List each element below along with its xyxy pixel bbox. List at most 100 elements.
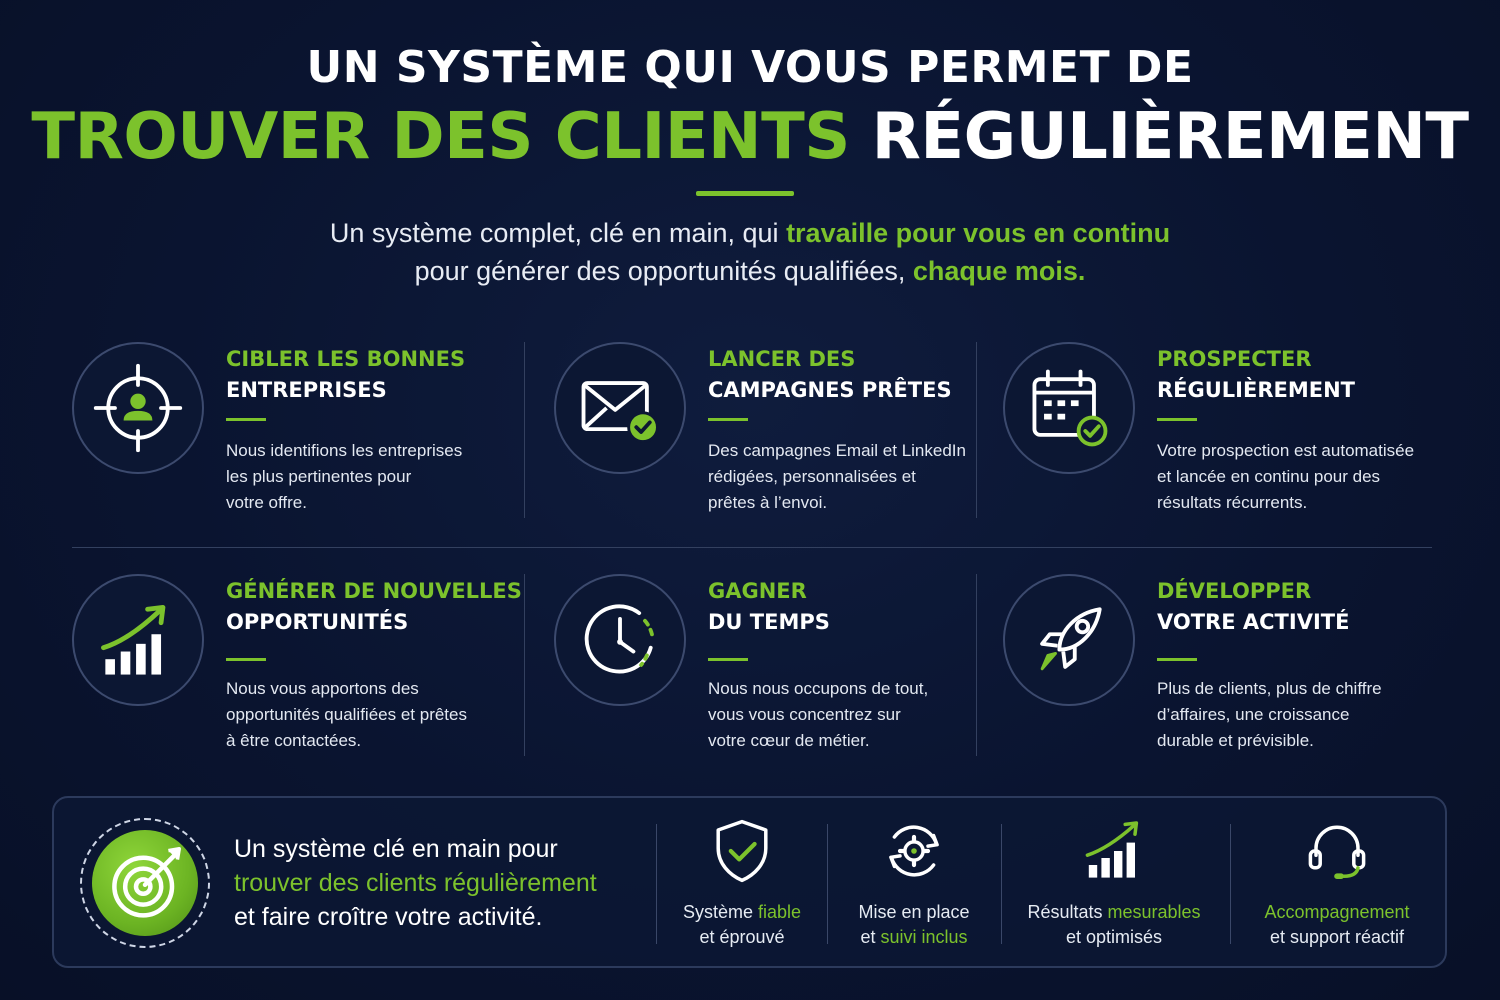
panel-divider (1001, 824, 1002, 944)
badge (92, 830, 198, 936)
feature-title: GÉNÉRER DE NOUVELLES OPPORTUNITÉS (226, 576, 546, 638)
benefit-text: Mise en place (858, 902, 970, 922)
headline-line-1: UN SYSTÈME QUI VOUS PERMET DE (306, 42, 1194, 93)
feature-desc-line: opportunités qualifiées et prêtes (226, 705, 467, 724)
feature-title-white: VOTRE ACTIVITÉ (1157, 610, 1350, 634)
benefit-reliable: Système fiable et éprouvé (668, 816, 816, 956)
feature-icon-ring (72, 342, 204, 474)
headset-icon (1308, 825, 1366, 879)
feature-icon-ring (554, 342, 686, 474)
feature-desc-line: rédigées, personnalisées et (708, 467, 916, 486)
benefit-text: et support réactif (1269, 927, 1405, 947)
grid-divider (524, 574, 525, 756)
feature-desc-line: prêtes à l’envoi. (708, 493, 828, 512)
bullseye-arrow-icon (112, 847, 181, 918)
summary-panel: Un système clé en main pour trouver des … (52, 796, 1447, 968)
gear-cycle-icon (889, 825, 939, 877)
subtitle-highlight: chaque mois. (912, 256, 1086, 286)
feature-opportunities: GÉNÉRER DE NOUVELLES OPPORTUNITÉS Nous v… (72, 574, 522, 754)
summary-line: Un système clé en main pour (234, 835, 558, 863)
feature-description: Nous nous occupons de tout, vous vous co… (708, 676, 978, 754)
feature-title-green: GAGNER (708, 579, 807, 603)
summary-highlight: trouver des clients régulièrement (234, 869, 597, 897)
panel-divider (656, 824, 657, 944)
feature-description: Nous identifions les entreprises les plu… (226, 438, 496, 516)
benefit-text: et éprouvé (699, 927, 785, 947)
benefit-highlight: Accompagnement (1264, 902, 1410, 922)
feature-description: Des campagnes Email et LinkedIn rédigées… (708, 438, 978, 516)
badge-ring (80, 818, 210, 948)
grid-divider (976, 574, 977, 756)
feature-title: CIBLER LES BONNES ENTREPRISES (226, 344, 526, 406)
feature-desc-line: vous vous concentrez sur (708, 705, 901, 724)
feature-desc-line: Nous vous apportons des (226, 679, 419, 698)
benefit-highlight: suivi inclus (880, 927, 968, 947)
feature-title-white: ENTREPRISES (226, 378, 387, 402)
feature-desc-line: les plus pertinentes pour (226, 467, 412, 486)
subtitle-text: pour générer des opportunités qualifiées… (414, 256, 913, 286)
feature-title-green: PROSPECTER (1157, 347, 1312, 371)
feature-title-white: OPPORTUNITÉS (226, 610, 409, 634)
feature-title-green: GÉNÉRER DE NOUVELLES (226, 579, 522, 603)
feature-desc-line: et lancée en continu pour des (1157, 467, 1381, 486)
benefit-text: et optimisés (1065, 927, 1163, 947)
summary-text: Un système clé en main pour trouver des … (234, 832, 654, 934)
feature-rule (226, 658, 266, 661)
feature-desc-line: à être contactées. (226, 731, 362, 750)
benefit-highlight: fiable (758, 902, 802, 922)
feature-rule (708, 418, 748, 421)
envelope-check-icon (581, 381, 659, 444)
feature-title-green: CIBLER LES BONNES (226, 347, 466, 371)
feature-rule (226, 418, 266, 421)
feature-title-white: DU TEMPS (708, 610, 830, 634)
feature-description: Plus de clients, plus de chiffre d’affai… (1157, 676, 1427, 754)
feature-icon-ring (1003, 342, 1135, 474)
feature-campaigns: LANCER DES CAMPAGNES PRÊTES Des campagne… (554, 342, 984, 522)
summary-line: et faire croître votre activité. (234, 903, 543, 931)
benefit-results: Résultats mesurables et optimisés (1014, 816, 1214, 956)
feature-desc-line: Nous nous occupons de tout, (708, 679, 929, 698)
bar-chart-up-icon (1085, 821, 1139, 878)
feature-title-white: CAMPAGNES PRÊTES (708, 378, 952, 402)
feature-description: Nous vous apportons des opportunités qua… (226, 676, 496, 754)
benefit-support: Accompagnement et support réactif (1244, 816, 1430, 956)
feature-desc-line: Nous identifions les entreprises (226, 441, 463, 460)
feature-save-time: GAGNER DU TEMPS Nous nous occupons de to… (554, 574, 984, 754)
feature-desc-line: Votre prospection est automatisée (1157, 441, 1415, 460)
feature-rule (1157, 658, 1197, 661)
headline-line-2: TROUVER DES CLIENTS RÉGULIÈREMENT (0, 100, 1500, 174)
feature-desc-line: votre offre. (226, 493, 307, 512)
benefit-label: Mise en place et suivi inclus (840, 900, 988, 950)
feature-rule (1157, 418, 1197, 421)
clock-icon (584, 604, 655, 674)
feature-desc-line: votre cœur de métier. (708, 731, 870, 750)
panel-divider (827, 824, 828, 944)
benefit-label: Système fiable et éprouvé (668, 900, 816, 950)
feature-icon-ring (1003, 574, 1135, 706)
headline-white-part: RÉGULIÈREMENT (871, 100, 1469, 174)
subtitle-highlight: travaille pour vous en continu (786, 218, 1171, 248)
feature-desc-line: Des campagnes Email et LinkedIn (708, 441, 966, 460)
rocket-icon (1040, 607, 1102, 671)
grid-divider (976, 342, 977, 518)
headline-green-part: TROUVER DES CLIENTS (31, 100, 850, 174)
benefit-text: et (860, 927, 881, 947)
growth-chart-icon (101, 604, 166, 675)
calendar-check-icon (1032, 369, 1108, 447)
feature-title: LANCER DES CAMPAGNES PRÊTES (708, 344, 1008, 406)
shield-check-icon (716, 819, 768, 883)
feature-description: Votre prospection est automatisée et lan… (1157, 438, 1447, 516)
benefit-text: Système (682, 902, 758, 922)
benefit-text: Résultats (1027, 902, 1108, 922)
feature-icon-ring (72, 574, 204, 706)
feature-title: GAGNER DU TEMPS (708, 576, 1008, 638)
benefit-label: Résultats mesurables et optimisés (1014, 900, 1214, 950)
feature-rule (708, 658, 748, 661)
feature-title: PROSPECTER RÉGULIÈREMENT (1157, 344, 1457, 406)
feature-prospecting: PROSPECTER RÉGULIÈREMENT Votre prospecti… (1003, 342, 1433, 522)
target-person-icon (93, 363, 183, 453)
benefit-highlight: mesurables (1107, 902, 1201, 922)
benefit-label: Accompagnement et support réactif (1244, 900, 1430, 950)
feature-title-white: RÉGULIÈREMENT (1157, 378, 1356, 402)
headline-underline (696, 191, 794, 196)
